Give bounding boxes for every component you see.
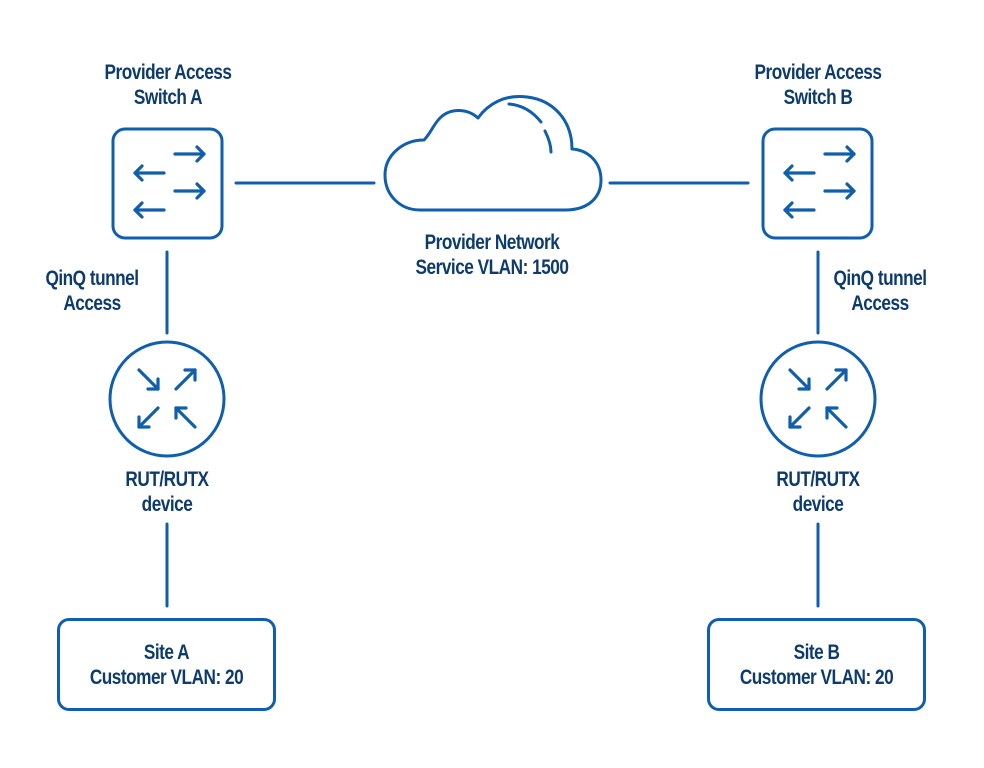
switch-b-label-line2: Switch B <box>783 86 853 109</box>
cloud-label-line2: Service VLAN: 1500 <box>415 256 569 279</box>
site-a-label-line1: Site A <box>143 640 190 664</box>
switch-b-label: Provider Access Switch B <box>736 60 900 110</box>
link-a-label-line1: QinQ tunnel <box>45 267 139 290</box>
site-a-label-line2: Customer VLAN: 20 <box>89 665 244 689</box>
switch-a-label-line1: Provider Access <box>104 61 232 84</box>
link-a-label-line2: Access <box>63 292 121 315</box>
link-b-label-line1: QinQ tunnel <box>833 267 927 290</box>
router-b-label: RUT/RUTX device <box>736 467 900 517</box>
site-b-label: Site B Customer VLAN: 20 <box>739 640 894 690</box>
site-b-label-line2: Customer VLAN: 20 <box>739 665 894 689</box>
link-a-label: QinQ tunnel Access <box>26 266 157 316</box>
switch-icon <box>761 127 874 240</box>
switch-a-label-line2: Switch A <box>133 86 203 109</box>
site-b-box: Site B Customer VLAN: 20 <box>707 618 926 711</box>
site-b-label-line1: Site B <box>793 640 840 664</box>
link-b-label-line2: Access <box>851 292 909 315</box>
router-b-label-line1: RUT/RUTX <box>776 468 860 491</box>
switch-a-label: Provider Access Switch A <box>86 60 250 110</box>
cloud-label: Provider Network Service VLAN: 1500 <box>394 230 591 280</box>
cloud-label-line1: Provider Network <box>424 231 560 254</box>
router-a-label: RUT/RUTX device <box>85 467 249 517</box>
switch-icon <box>111 127 224 240</box>
router-icon <box>108 340 226 458</box>
router-a-label-line2: device <box>141 493 193 516</box>
site-a-label: Site A Customer VLAN: 20 <box>89 640 244 690</box>
cloud-icon <box>383 94 603 212</box>
switch-b-label-line1: Provider Access <box>754 61 882 84</box>
router-icon <box>759 340 877 458</box>
router-a-label-line1: RUT/RUTX <box>125 468 209 491</box>
router-b-label-line2: device <box>792 493 844 516</box>
site-a-box: Site A Customer VLAN: 20 <box>57 618 276 711</box>
link-b-label: QinQ tunnel Access <box>814 266 945 316</box>
